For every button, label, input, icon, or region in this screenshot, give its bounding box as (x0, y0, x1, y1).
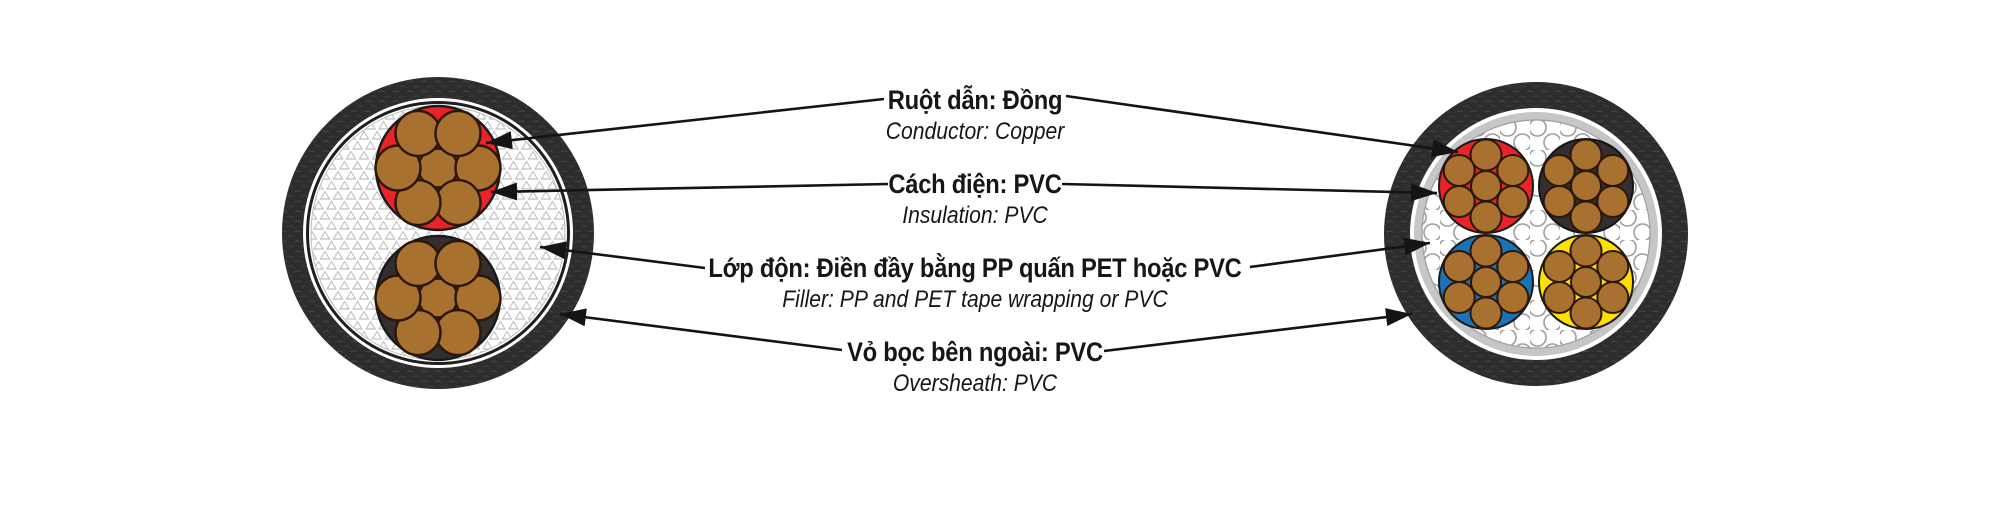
core-black (374, 234, 502, 362)
label-insulation-en: Insulation: PVC (902, 202, 1048, 229)
label-insulation-vi: Cách điện: PVC (888, 169, 1062, 199)
leader-filler-left (539, 241, 706, 270)
cable-4core (1384, 82, 1688, 386)
leader-oversheath-right (1103, 308, 1413, 353)
label-oversheath: Vỏ bọc bên ngoài: PVC Oversheath: PVC (535, 336, 1415, 399)
core-yellow (1538, 234, 1634, 330)
leader-conductor-left (485, 97, 885, 150)
leader-insulation-right (1061, 182, 1438, 202)
label-conductor-en: Conductor: Copper (885, 118, 1065, 145)
label-conductor-vi: Ruột dẫn: Đồng (887, 85, 1063, 115)
core-black (1538, 138, 1634, 234)
label-filler-vi: Lớp độn: Điền đầy bằng PP quấn PET hoặc … (708, 253, 1242, 283)
label-filler-en: Filler: PP and PET tape wrapping or PVC (782, 286, 1168, 313)
label-oversheath-vi: Vỏ bọc bên ngoài: PVC (847, 337, 1103, 367)
binder-tape-line (306, 101, 570, 365)
label-oversheath-en: Oversheath: PVC (892, 370, 1058, 397)
core-red (374, 104, 502, 232)
leader-filler-right (1249, 237, 1431, 269)
core-blue (1438, 234, 1534, 330)
label-filler: Lớp độn: Điền đầy bằng PP quấn PET hoặc … (535, 252, 1415, 315)
core-red (1438, 138, 1534, 234)
leader-insulation-left (490, 182, 889, 201)
label-insulation: Cách điện: PVC Insulation: PVC (535, 168, 1415, 231)
leader-lines (485, 94, 1459, 353)
label-conductor: Ruột dẫn: Đồng Conductor: Copper (535, 84, 1415, 147)
cable-2core (282, 77, 594, 389)
leader-oversheath-left (559, 308, 843, 352)
leader-conductor-right (1065, 94, 1459, 158)
